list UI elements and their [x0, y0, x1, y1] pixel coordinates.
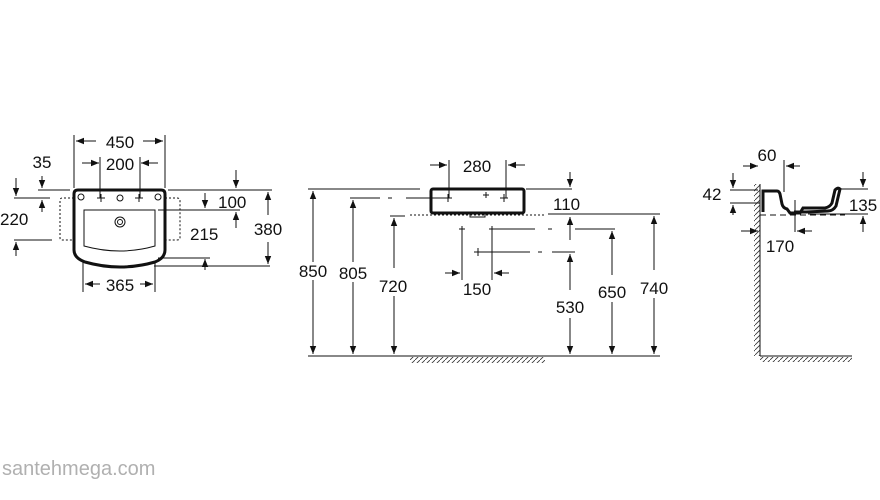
dim-150: 150: [463, 280, 491, 299]
front-view: 280 110 150 850 805 720 530 650 740: [299, 157, 668, 363]
dim-135: 135: [849, 196, 877, 215]
dim-380: 380: [254, 220, 282, 239]
dim-215: 215: [190, 225, 218, 244]
dim-720: 720: [379, 277, 407, 296]
dim-220: 220: [0, 210, 28, 229]
dim-805: 805: [339, 264, 367, 283]
dim-170: 170: [766, 237, 794, 256]
dim-35: 35: [33, 153, 52, 172]
dim-280: 280: [463, 157, 491, 176]
dim-60: 60: [758, 146, 777, 165]
dim-740: 740: [640, 279, 668, 298]
dim-850: 850: [299, 262, 327, 281]
basin-front: [429, 187, 526, 215]
bracket-right: [165, 197, 181, 241]
dim-42: 42: [703, 185, 722, 204]
top-view: 450 200 35 220 100 215 380 365: [0, 133, 282, 295]
dim-365: 365: [106, 276, 134, 295]
dim-650: 650: [598, 283, 626, 302]
tap-hole-icon: [116, 194, 124, 202]
bracket-left: [59, 197, 74, 241]
dim-530: 530: [556, 298, 584, 317]
dim-110: 110: [553, 195, 580, 214]
dim-200: 200: [106, 155, 134, 174]
dim-450: 450: [106, 133, 134, 152]
basin-profile: [761, 186, 842, 215]
basin-outline: [72, 188, 167, 269]
side-view: 60 42 135 170: [703, 146, 877, 362]
watermark: santehmega.com: [2, 458, 156, 480]
bowl-outline: [83, 209, 156, 252]
floor-hatch-side: [760, 357, 852, 362]
dim-100: 100: [218, 193, 246, 212]
floor-hatch: [410, 357, 545, 363]
wall-hatch: [754, 184, 760, 356]
drain-icon: [114, 216, 126, 228]
